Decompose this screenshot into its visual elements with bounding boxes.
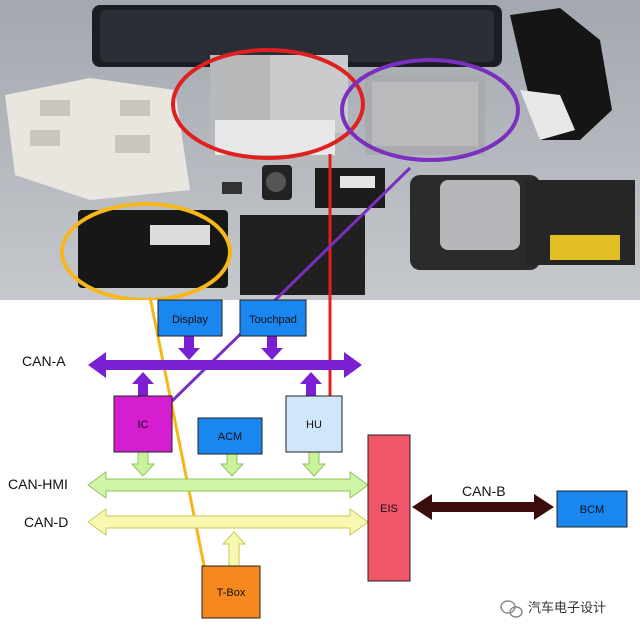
acm-can-hmi-arrow — [219, 453, 245, 477]
can-a-label: CAN-A — [22, 353, 66, 369]
can-d-label: CAN-D — [24, 514, 68, 530]
acm-label: ACM — [218, 431, 242, 443]
can-hmi-bus — [87, 471, 369, 499]
tbox-label: T-Box — [217, 587, 246, 599]
eis-label: EIS — [380, 503, 398, 515]
bcm-label: BCM — [580, 504, 604, 516]
can-hmi-label: CAN-HMI — [8, 476, 68, 492]
tbox-node — [201, 565, 261, 619]
touchpad-label: Touchpad — [249, 314, 297, 326]
can-b-label: CAN-B — [462, 483, 506, 499]
can-d-bus — [87, 508, 369, 536]
hu-can-hmi-arrow — [301, 451, 327, 477]
hu-node — [285, 395, 343, 453]
ic-node — [113, 395, 173, 453]
bcm-node — [556, 490, 628, 528]
ic-can-a-arrow — [132, 372, 154, 396]
ic-can-hmi-arrow — [130, 451, 156, 477]
eis-node — [367, 434, 411, 582]
hu-can-a-arrow — [300, 372, 322, 396]
wechat-icon — [500, 600, 523, 618]
hu-label: HU — [306, 419, 322, 431]
touchpad-arrow — [261, 336, 283, 360]
acm-node — [197, 417, 263, 455]
ic-label: IC — [138, 419, 149, 431]
display-label: Display — [172, 314, 209, 326]
can-b-bus — [412, 494, 554, 520]
touchpad-node — [239, 299, 307, 337]
display-node — [157, 299, 223, 337]
tbox-can-d-arrow — [221, 531, 247, 567]
can-a-bus — [88, 352, 362, 378]
watermark-text: 汽车电子设计 — [528, 600, 606, 615]
hardware-photo — [0, 0, 640, 300]
display-arrow — [178, 336, 200, 360]
